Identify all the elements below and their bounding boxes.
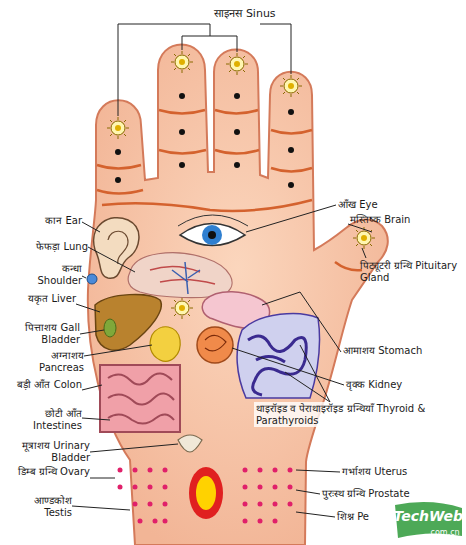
organ-label: छोटी आँत Intestines (4, 408, 82, 431)
pancreas-organ (150, 327, 180, 362)
sinus-bracket (118, 24, 291, 116)
organ-label: पिट्यूटरी ग्रन्थि Pituitary Gland (360, 260, 460, 283)
organ-label: मस्तिष्क Brain (350, 214, 460, 226)
watermark-domain: .com.cn (428, 528, 460, 537)
organ-label: शिश्न Pe (337, 511, 395, 523)
organ-label: डिम्ब ग्रन्थि Ovary (4, 466, 90, 478)
organ-label: वृक्क Kidney (346, 379, 456, 391)
organ-label: फेफड़ा Lung (6, 241, 88, 253)
bladder-organ (178, 435, 202, 452)
shoulder-organ (87, 274, 97, 284)
organ-label: कन्धा Shoulder (22, 263, 82, 286)
leader-lines (72, 205, 372, 517)
gallbladder-organ (104, 319, 116, 337)
wrist-point (189, 467, 223, 519)
organ-label: मूत्राशय Urinary Bladder (4, 440, 90, 463)
organ-label: आँख Eye (338, 199, 418, 211)
lung-organ (128, 253, 232, 298)
organ-label: थाइरॉइड व पेराथाइरॉइड ग्रन्थियाँ Thyroid… (254, 402, 463, 427)
organ-label: गर्भाशय Uterus (342, 466, 460, 478)
thyroid-organ (237, 314, 320, 398)
eye-organ (178, 215, 248, 246)
organ-label: बड़ी आँत Colon (10, 379, 82, 391)
organ-label: आमाशय Stomach (343, 345, 461, 357)
intestine-organ (100, 365, 180, 432)
watermark-text: TechWeb (393, 508, 463, 524)
organ-label: पित्ताशय Gall Bladder (6, 322, 80, 345)
wrist-dots (118, 468, 293, 524)
organ-label: यकृत Liver (22, 293, 76, 305)
sinus-label: साइनस Sinus (190, 8, 300, 21)
sinus-points (107, 51, 375, 319)
kidney-organ (197, 327, 233, 363)
organ-label: आण्डकोश Testis (4, 495, 72, 518)
organ-label: कान Ear (10, 215, 82, 227)
organ-label: पुरःस्थ ग्रन्थि Prostate (322, 488, 452, 500)
reflex-dots (115, 93, 294, 188)
organ-label: अग्नाशय Pancreas (6, 350, 84, 373)
